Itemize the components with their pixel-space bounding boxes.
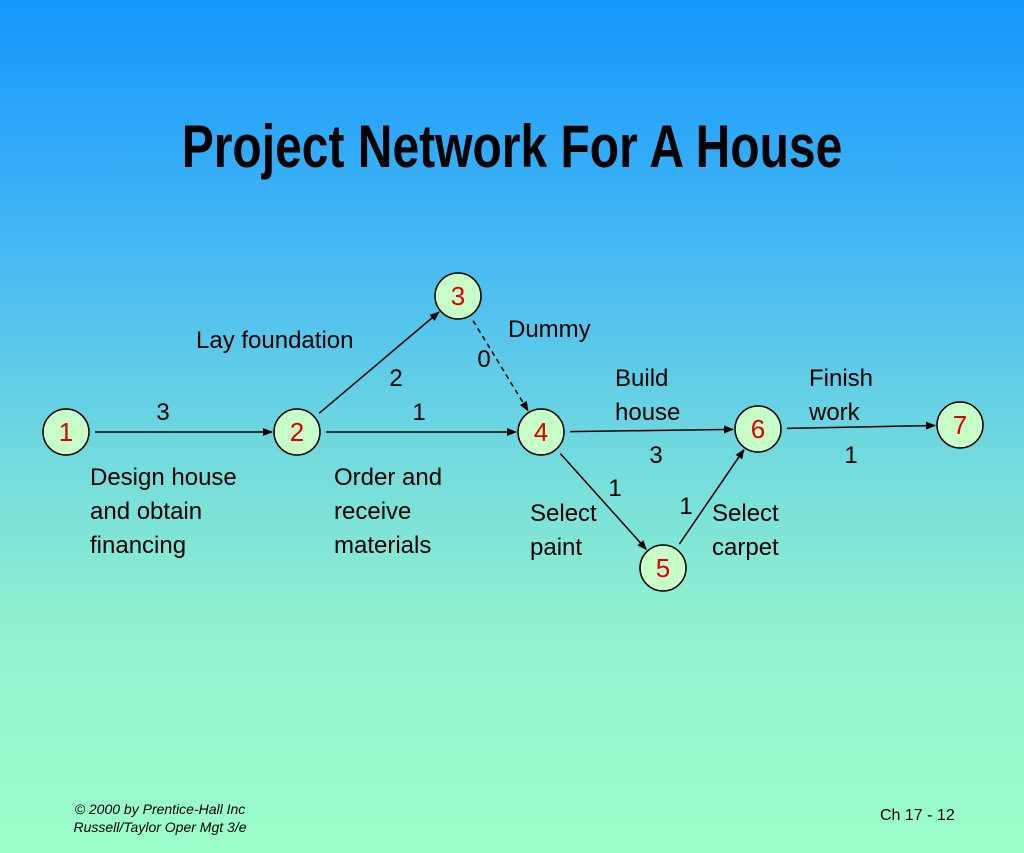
activity-label-1-2-line-2: and obtain xyxy=(90,498,202,525)
node-3-label: 3 xyxy=(451,281,465,311)
activity-label-2-4-line-3: materials xyxy=(334,532,431,559)
node-4: 4 xyxy=(517,408,565,456)
footer-book-line: Russell/Taylor Oper Mgt 3/e xyxy=(73,819,247,835)
duration-label-4-5: 1 xyxy=(608,475,621,502)
node-2: 2 xyxy=(273,408,321,456)
activity-label-4-6-line-2: house xyxy=(615,399,680,426)
duration-label-6-7: 1 xyxy=(844,442,857,469)
activity-label-5-6-line-2: carpet xyxy=(712,534,779,561)
activity-arrow-4-6 xyxy=(569,425,735,434)
node-6-label: 6 xyxy=(751,414,765,444)
node-6-circle xyxy=(734,405,782,453)
node-1-label: 1 xyxy=(59,417,73,447)
activity-arrow-5-6 xyxy=(678,448,745,545)
node-4-circle xyxy=(517,408,565,456)
activity-label-4-6-line-1: Build xyxy=(615,365,668,392)
duration-label-3-4: 0 xyxy=(477,346,490,373)
duration-label-2-4: 1 xyxy=(412,399,425,426)
activity-label-2-4-line-1: Order and xyxy=(334,464,442,491)
duration-label-2-3: 2 xyxy=(389,365,402,392)
node-3: 3 xyxy=(434,272,482,320)
footer-page-number: Ch 17 - 12 xyxy=(880,807,955,824)
node-2-circle xyxy=(273,408,321,456)
node-5-circle xyxy=(639,544,687,592)
footer-copyright-line: © 2000 by Prentice-Hall Inc xyxy=(74,801,246,817)
activity-label-1-2-line-1: Design house xyxy=(90,464,237,491)
node-5: 5 xyxy=(639,544,687,592)
activity-label-4-5-line-1: Select xyxy=(530,500,597,527)
activity-arrow-2-3 xyxy=(318,311,440,414)
activity-label-2-3-line-1: Lay foundation xyxy=(196,327,353,354)
activity-label-1-2-line-3: financing xyxy=(90,532,186,559)
node-2-label: 2 xyxy=(290,417,304,447)
node-7-circle xyxy=(936,401,984,449)
activity-label-4-5-line-2: paint xyxy=(530,534,582,561)
activity-label-5-6-line-1: Select xyxy=(712,500,779,527)
activity-label-6-7-line-2: work xyxy=(808,399,861,426)
footer-copyright: © 2000 by Prentice-Hall Inc Russell/Tayl… xyxy=(30,800,290,836)
duration-label-4-6: 3 xyxy=(649,442,662,469)
node-5-label: 5 xyxy=(656,553,670,583)
node-4-label: 4 xyxy=(534,417,548,447)
node-1-circle xyxy=(42,408,90,456)
activity-label-6-7-line-1: Finish xyxy=(809,365,873,392)
slide-title: Project Network For A House xyxy=(181,113,843,180)
node-1: 1 xyxy=(42,408,90,456)
duration-label-1-2: 3 xyxy=(156,399,169,426)
node-7-label: 7 xyxy=(953,410,967,440)
activity-label-2-4-line-2: receive xyxy=(334,498,411,525)
duration-label-5-6: 1 xyxy=(679,493,692,520)
activity-arrow-4-5 xyxy=(559,453,647,551)
node-3-circle xyxy=(434,272,482,320)
activity-arrow-6-7 xyxy=(786,421,937,430)
activity-label-3-4-line-1: Dummy xyxy=(508,316,591,343)
node-6: 6 xyxy=(734,405,782,453)
node-7: 7 xyxy=(936,401,984,449)
